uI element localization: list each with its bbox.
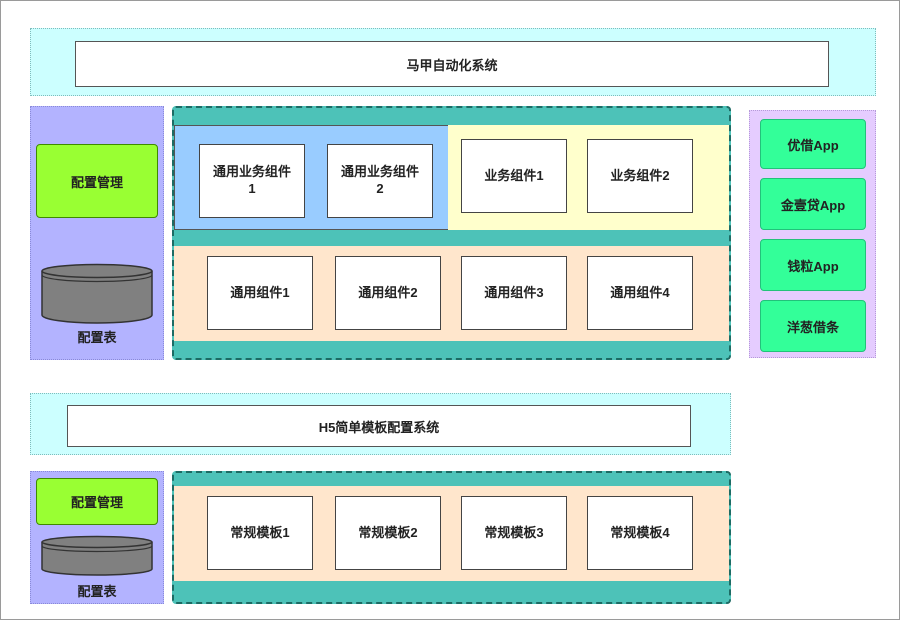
bottom-system-title-text: H5简单模板配置系统 xyxy=(318,419,440,435)
business-common-component-1-line2: 1 xyxy=(248,181,256,196)
template-3-label: 常规模板3 xyxy=(484,524,544,540)
template-1-label: 常规模板1 xyxy=(230,524,290,540)
app-jinyidai: 金壹贷App xyxy=(760,178,866,230)
top-config-manage-label: 配置管理 xyxy=(70,174,123,190)
bottom-config-table-database-icon xyxy=(41,535,153,576)
template-3: 常规模板3 xyxy=(461,496,567,570)
common-component-1: 通用组件1 xyxy=(207,256,313,330)
app-youjie: 优借App xyxy=(760,119,866,169)
app-qianli: 钱粒App xyxy=(760,239,866,291)
top-config-manage: 配置管理 xyxy=(36,144,158,218)
template-1: 常规模板1 xyxy=(207,496,313,570)
app-qianli-label: 钱粒App xyxy=(787,258,839,274)
business-component-2-label: 业务组件2 xyxy=(610,167,670,183)
top-system-title-text: 马甲自动化系统 xyxy=(406,57,498,73)
app-youjie-label: 优借App xyxy=(787,137,839,153)
template-2: 常规模板2 xyxy=(335,496,441,570)
common-component-4: 通用组件4 xyxy=(587,256,693,330)
business-common-component-1-line1: 通用业务组件 xyxy=(212,164,291,180)
template-2-label: 常规模板2 xyxy=(358,524,418,540)
top-system-title: 马甲自动化系统 xyxy=(75,41,829,87)
business-component-1-label: 业务组件1 xyxy=(484,167,544,183)
common-component-2: 通用组件2 xyxy=(335,256,441,330)
bottom-config-manage: 配置管理 xyxy=(36,478,158,525)
template-4-label: 常规模板4 xyxy=(610,524,670,540)
bottom-system-title: H5简单模板配置系统 xyxy=(67,405,691,447)
common-component-3: 通用组件3 xyxy=(461,256,567,330)
common-component-1-label: 通用组件1 xyxy=(230,284,290,300)
business-component-1: 业务组件1 xyxy=(461,139,567,213)
top-config-table-label: 配置表 xyxy=(77,329,117,345)
top-config-table-database-icon xyxy=(41,263,153,324)
bottom-config-table-label: 配置表 xyxy=(77,583,117,599)
bottom-config-manage-label: 配置管理 xyxy=(70,495,123,510)
app-yangcong: 洋葱借条 xyxy=(760,300,866,352)
common-component-4-label: 通用组件4 xyxy=(610,284,670,300)
business-common-component-2-line1: 通用业务组件 xyxy=(340,164,419,180)
business-common-component-2-line2: 2 xyxy=(376,181,384,196)
common-component-3-label: 通用组件3 xyxy=(484,284,544,300)
common-component-2-label: 通用组件2 xyxy=(358,284,418,300)
app-jinyidai-label: 金壹贷App xyxy=(780,197,846,213)
template-4: 常规模板4 xyxy=(587,496,693,570)
app-yangcong-label: 洋葱借条 xyxy=(786,319,839,335)
business-component-2: 业务组件2 xyxy=(587,139,693,213)
